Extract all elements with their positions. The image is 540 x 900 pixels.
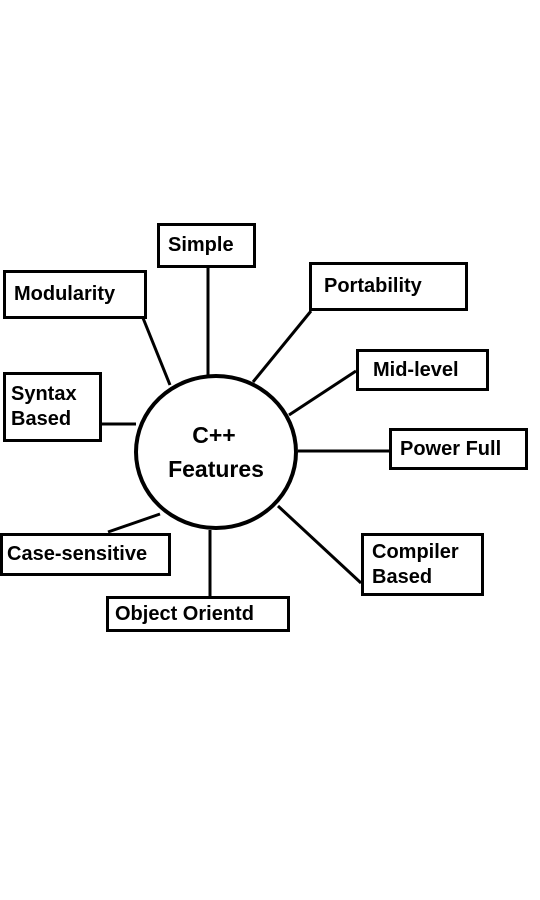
connector-case-sensitive (107, 512, 161, 534)
center-title-line1: C++ (192, 421, 236, 448)
node-modularity: Modularity (3, 270, 147, 319)
node-compiler-based: Compiler Based (361, 533, 484, 596)
center-title-line2: Features (168, 456, 264, 482)
connector-portability (251, 310, 313, 383)
node-portability: Portability (309, 262, 468, 311)
node-case-sensitive: Case-sensitive (0, 533, 171, 576)
node-object-orientd: Object Orientd (106, 596, 290, 632)
node-mid-level: Mid-level (356, 349, 489, 391)
connector-mid-level (288, 369, 357, 417)
connector-modularity (141, 317, 172, 386)
node-simple: Simple (157, 223, 256, 268)
connector-compiler-based (276, 504, 363, 585)
node-syntax-based: Syntax Based (3, 372, 102, 442)
node-power-full: Power Full (389, 428, 528, 470)
center-node-cpp-features: C++ Features (134, 374, 298, 530)
